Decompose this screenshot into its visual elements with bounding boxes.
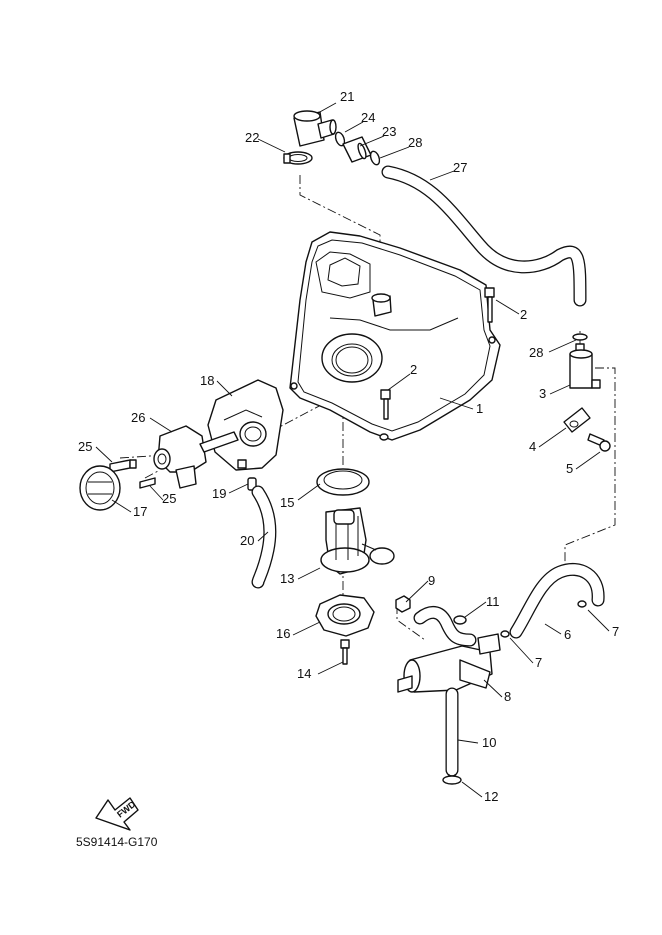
mounting-plate [315,594,375,665]
callout-7-center: 7 [535,655,542,670]
bolts [380,287,495,420]
fuel-tank [289,231,501,441]
callout-28-right: 28 [529,345,543,360]
pump-cover [207,379,284,471]
fuel-pump-unit [79,425,239,511]
callout-1: 1 [476,401,483,416]
callout-18: 18 [200,373,214,388]
callout-17: 17 [133,504,147,519]
callout-28-top: 28 [408,135,422,150]
drain-hose [247,477,277,589]
callout-26: 26 [131,410,145,425]
callout-3: 3 [539,386,546,401]
callout-25-left: 25 [78,439,92,454]
elbow-fitting [293,110,337,147]
fuel-hose [500,562,605,639]
callout-25-lower: 25 [162,491,176,506]
pressure-regulator [395,595,501,785]
callout-9: 9 [428,573,435,588]
callout-24: 24 [361,110,375,125]
drawing-code: 5S91414-G170 [76,835,158,849]
callout-2-upper: 2 [520,307,527,322]
callout-13: 13 [280,571,294,586]
orings-and-joint [334,131,381,166]
breather-hose [381,165,587,307]
callout-6: 6 [564,627,571,642]
callout-10: 10 [482,735,496,750]
hose-clamp [283,151,313,165]
leader-lines [95,102,610,798]
callout-8: 8 [504,689,511,704]
callout-2-lower: 2 [410,362,417,377]
callout-7-right: 7 [612,624,619,639]
callout-22: 22 [245,130,259,145]
callout-19: 19 [212,486,226,501]
callout-14: 14 [297,666,311,681]
fuel-pump [320,507,395,575]
callout-21: 21 [340,89,354,104]
callout-23: 23 [382,124,396,139]
pump-gasket [316,468,370,496]
callout-4: 4 [529,439,536,454]
callout-12: 12 [484,789,498,804]
callout-11: 11 [486,594,500,609]
callout-numbers: 21 22 23 24 28 27 2 2 1 28 3 4 5 6 7 7 8… [78,89,619,804]
callout-5: 5 [566,461,573,476]
fuel-filter-assembly [563,333,611,452]
callout-20: 20 [240,533,254,548]
fwd-arrow-icon: FWD [95,797,139,831]
callout-15: 15 [280,495,294,510]
callout-27: 27 [453,160,467,175]
callout-16: 16 [276,626,290,641]
